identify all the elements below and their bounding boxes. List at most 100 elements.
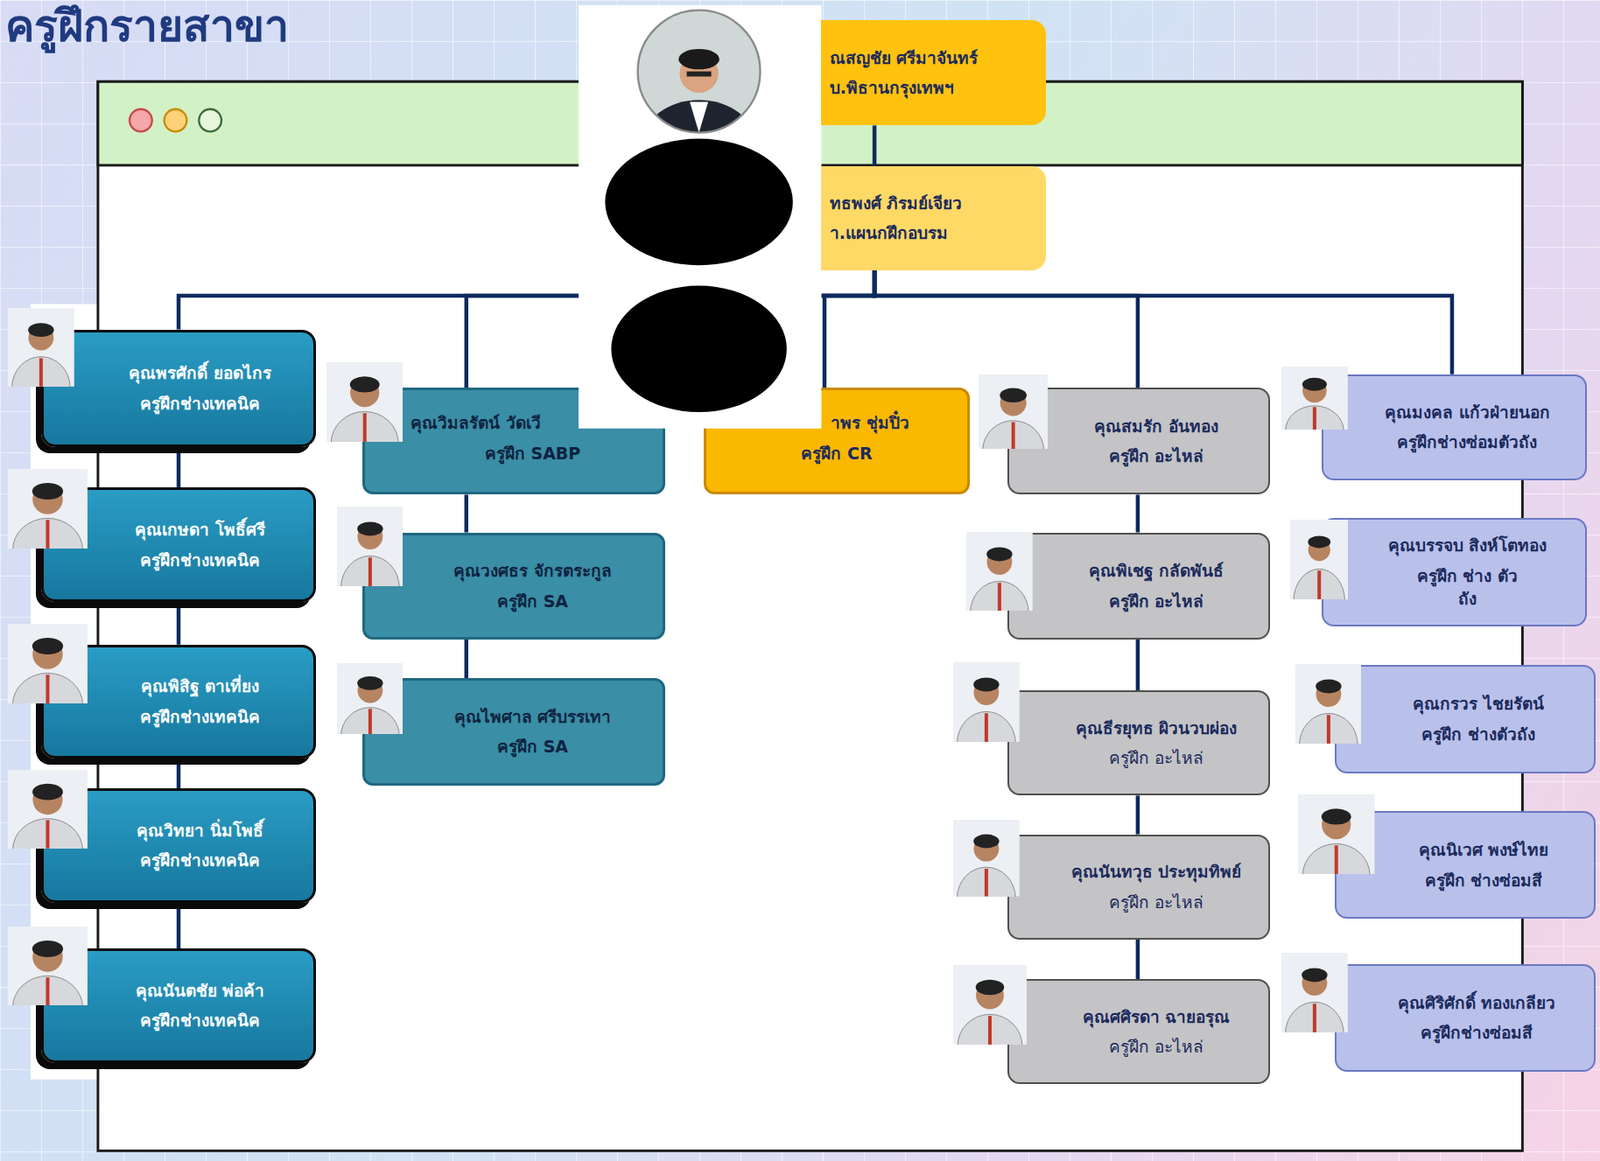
photo-shirt (13, 819, 84, 850)
photo-hair (975, 980, 1005, 997)
photo-lanyard (363, 413, 367, 443)
photo-shirt (982, 421, 1045, 450)
name-text: คุณมงคล แก้วฝ่ายนอก (1384, 400, 1551, 425)
role-text: ครูฝึกช่างเทคนิค (140, 1009, 260, 1033)
trainer-box: คุณพรศักดิ์ ยอดไกรครูฝึกช่างเทคนิค (41, 329, 317, 448)
name-text: ณสญชัย ศรีมาจันทร์ (829, 46, 979, 71)
connector (176, 903, 182, 949)
name-text: คุณศศิรดา ฉายอรุณ (1082, 1005, 1231, 1030)
role-text: ครูฝึก SA (497, 735, 569, 759)
window-dot (129, 109, 153, 133)
photo-shirt (970, 581, 1030, 612)
photo-shirt (13, 673, 84, 705)
photo-hair (32, 483, 64, 500)
role-text: ครูฝึกช่างเทคนิค (140, 548, 260, 573)
photo (1281, 366, 1348, 430)
photo-hair (1315, 680, 1341, 695)
trainer-box: คุณธีรยุทธ ผิวนวบผ่องครูฝึก อะไหล่ (1007, 690, 1271, 796)
connector (1136, 795, 1141, 835)
role-text: ครูฝึก อะไหล่ (1108, 891, 1204, 915)
photo-shirt (957, 1014, 1023, 1046)
name-text: คุณสมรัก อันทอง (1094, 414, 1219, 439)
photo (7, 770, 88, 850)
photo-shirt (1293, 568, 1345, 600)
name-text: คุณนิเวศ พงษ์ไทย (1418, 838, 1550, 863)
trainer-box: คุณศิริศักดิ์ ทองเกลียวครูฝึกช่างซ่อมสี (1334, 964, 1596, 1074)
leader-box: ทธพงศ์ ภิรมย์เจียวา.แผนกฝึกอบรม (821, 166, 1046, 271)
photo-hair (32, 940, 64, 958)
portrait-shirt (689, 102, 709, 134)
photo-hair (32, 638, 64, 655)
name-text: คุณพิสิฐ ตาเที่ยง (140, 674, 260, 699)
connector (1136, 639, 1141, 691)
name-text: คุณพิเชฐ กลัดพันธ์ (1088, 559, 1224, 583)
trainer-box: คุณวงศธร จักรตระกูลครูฝึก SA (362, 533, 666, 640)
photo-lanyard (1312, 407, 1317, 430)
photo (966, 532, 1033, 612)
photo (7, 926, 88, 1007)
photo (336, 663, 404, 736)
role-text: ครูฝึก ช่างซ่อมสี (1424, 869, 1544, 893)
photo-lanyard (1011, 421, 1016, 450)
photo-lanyard (368, 708, 372, 735)
connector (1136, 940, 1141, 980)
photo (953, 965, 1027, 1046)
photo-hair (999, 388, 1027, 404)
photo (1295, 664, 1362, 744)
connector (824, 270, 875, 388)
name-text: คุณนันตชัย พ่อค้า (135, 979, 266, 1004)
trainer-box: คุณเกษดา โพธิ์ศรีครูฝึกช่างเทคนิค (41, 487, 317, 603)
photo-hair (357, 676, 383, 691)
photo-hair (28, 322, 55, 337)
leader-box: ณสญชัย ศรีมาจันทร์บ.พิธานกรุงเทพฯ (821, 20, 1046, 126)
photo (7, 469, 88, 549)
photo-lanyard (1312, 1003, 1317, 1033)
role-text: ครูฝึก CR (800, 442, 872, 466)
photo-hair (986, 547, 1012, 562)
photo-lanyard (46, 675, 50, 705)
connector (464, 639, 470, 679)
role-text: ครูฝึก SA (497, 589, 569, 614)
photo-lanyard (46, 519, 50, 549)
role-text: ครูฝึก ช่าง ตัวถัง (1408, 564, 1526, 611)
connector (872, 125, 878, 167)
photo-shirt (330, 411, 399, 443)
name-text: คุณบรรจบ สิงห์โตทอง (1388, 533, 1548, 558)
photo-lanyard (1317, 570, 1321, 600)
redaction (610, 286, 787, 414)
photo-shirt (1302, 844, 1370, 876)
name-text: คุณวิมลรัตน์ วัดเวี (410, 411, 541, 436)
photo-lanyard (1334, 846, 1339, 876)
portrait-ring (638, 10, 761, 134)
role-text: ครูฝึก อะไหล่ (1108, 589, 1205, 614)
photo-hair (1321, 809, 1352, 826)
connector (1136, 494, 1141, 533)
role-text: ครูฝึก ช่างตัวถัง (1421, 722, 1536, 747)
photo-lanyard (1326, 715, 1330, 744)
name-text: คุณวงศธร จักรตระกูล (453, 559, 612, 583)
name-text: คุณศิริศักดิ์ ทองเกลียว (1397, 991, 1557, 1016)
connector (176, 602, 182, 646)
trainer-box: คุณนันทวุธ ประทุมทิพย์ครูฝึก อะไหล่ (1007, 835, 1271, 941)
role-text: ครูฝึก SABP (484, 442, 581, 466)
photo-lanyard (997, 582, 1002, 612)
trainer-box: คุณไพศาล ศรีบรรเทาครูฝึก SA (362, 678, 666, 786)
photo-shirt (1285, 1002, 1345, 1033)
connector (464, 494, 470, 533)
photo-hair (1307, 535, 1331, 548)
photo-lanyard (984, 869, 989, 897)
photo (1298, 794, 1375, 875)
connector (176, 758, 182, 789)
photo-shirt (13, 975, 84, 1007)
photo (978, 374, 1048, 450)
portrait-hair (678, 49, 720, 70)
photo (336, 506, 404, 587)
role-text: ครูฝึกช่างเทคนิค (140, 849, 260, 873)
trainer-box: คุณกรวร ไชยรัตน์ครูฝึก ช่างตัวถัง (1334, 665, 1596, 774)
photo-shirt (340, 707, 400, 735)
connector (176, 447, 182, 489)
trainer-box: คุณบรรจบ สิงห์โตทองครูฝึก ช่าง ตัวถัง (1321, 518, 1587, 627)
photo (7, 308, 75, 387)
photo-lanyard (46, 821, 50, 850)
